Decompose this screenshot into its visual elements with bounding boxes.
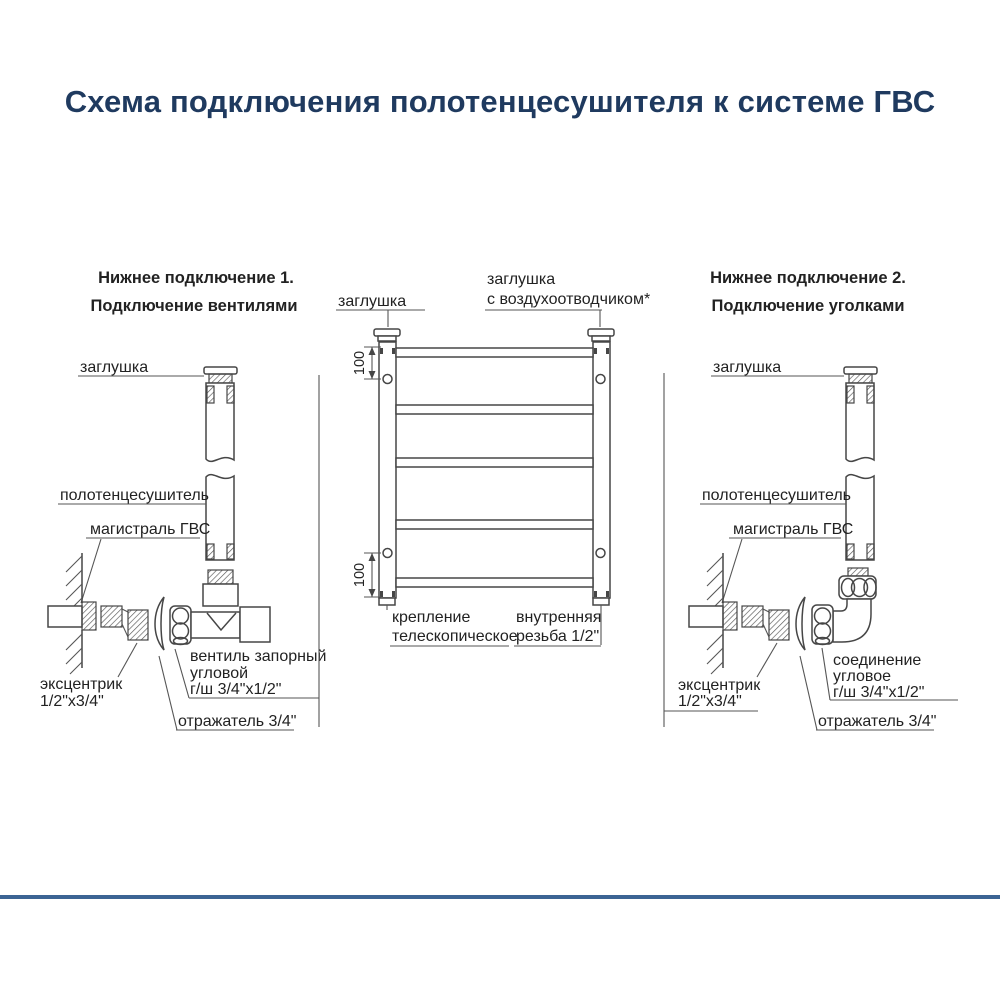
right-eccentric-label-line2: 1/2"x3/4" (678, 693, 742, 710)
center-cap-label: заглушка (338, 293, 406, 310)
left-eccentric-label-line1: эксцентрик (40, 676, 123, 693)
left-supply-assembly (47, 552, 165, 675)
ladder-rung (395, 347, 594, 358)
center-air-cap-label-line2: с воздухоотводчиком* (487, 291, 650, 308)
left-reflector-leader (158, 655, 178, 731)
right-main-line-label: магистраль ГВС (733, 521, 853, 538)
left-eccentric-leader (117, 642, 138, 678)
mount-hole (595, 547, 606, 559)
left-valve-label-line2: угловой (190, 665, 248, 682)
left-valve-leader (174, 648, 190, 699)
telescopic-foot (378, 597, 396, 606)
center-thread-label-line1: внутренняя (516, 609, 601, 626)
right-towel-rail-label: полотенцесушитель (702, 487, 851, 504)
right-eccentric-leader (756, 642, 778, 678)
valve-seat (206, 612, 237, 632)
bottom-divider-rule (0, 895, 1000, 899)
elbow-bend (832, 598, 872, 643)
valve-thread-collar (207, 569, 234, 585)
left-valve-label-line1: вентиль запорный (190, 648, 326, 665)
left-valve-label-line3: г/ш 3/4"x1/2" (190, 681, 281, 698)
right-panel: Нижнее подключение 2. Подключение уголка… (664, 269, 958, 731)
ladder-rung (395, 404, 594, 415)
right-supply-assembly (688, 552, 806, 675)
ladder-rung (395, 519, 594, 530)
right-elbow-label-line2: угловое (833, 668, 891, 685)
left-cap-label: заглушка (80, 359, 148, 376)
right-reflector-label: отражатель 3/4" (818, 713, 936, 730)
right-elbow-label-line3: г/ш 3/4"x1/2" (833, 684, 924, 701)
telescopic-foot (592, 597, 610, 606)
right-eccentric-label-line1: эксцентрик (678, 677, 761, 694)
ladder-rung (395, 577, 594, 588)
center-right-cap (587, 328, 615, 342)
center-left-cap (373, 328, 401, 342)
mount-hole (382, 373, 393, 385)
ladder-rung (395, 457, 594, 468)
valve-outlet (239, 606, 271, 643)
towel-rail-ladder (378, 341, 611, 606)
mount-hole (595, 373, 606, 385)
page-title: Схема подключения полотенцесушителя к си… (64, 84, 936, 119)
valve-bonnet (202, 583, 239, 607)
center-thread-label-line2: резьба 1/2" (516, 628, 599, 645)
left-angle-valve (169, 569, 271, 646)
elbow-thread-collar (847, 567, 869, 577)
right-heading-line2: Подключение уголками (712, 297, 905, 315)
center-panel: заглушка заглушка с воздухоотводчиком* (336, 271, 650, 647)
left-towel-rail-label: полотенцесушитель (60, 487, 209, 504)
mount-hole (382, 547, 393, 559)
dim-bottom-value: 100 (352, 563, 368, 587)
left-main-line-label: магистраль ГВС (90, 521, 210, 538)
center-mount-label-line1: крепление (392, 609, 470, 626)
left-main-line-leader (80, 538, 102, 604)
center-mount-label-line2: телескопическое (392, 628, 518, 645)
ladder-left-post (378, 341, 397, 599)
right-elbow-leader (821, 647, 831, 701)
left-heading-line2: Подключение вентилями (91, 297, 298, 315)
right-main-line-leader (721, 538, 743, 604)
left-eccentric-label-line2: 1/2"x3/4" (40, 693, 104, 710)
right-heading-line1: Нижнее подключение 2. (710, 269, 906, 287)
left-heading-line1: Нижнее подключение 1. (98, 269, 294, 287)
right-elbow-label-line1: соединение (833, 652, 921, 669)
right-reflector-leader (799, 655, 818, 731)
left-panel: Нижнее подключение 1. Подключение вентил… (40, 269, 326, 731)
dimension-bottom: 100 (352, 552, 381, 598)
right-angle-elbow (811, 567, 877, 646)
dimension-top: 100 (352, 346, 381, 380)
left-reflector-label: отражатель 3/4" (178, 713, 296, 730)
dim-top-value: 100 (352, 351, 368, 375)
right-cap-label: заглушка (713, 359, 781, 376)
center-air-cap-label-line1: заглушка (487, 271, 555, 288)
